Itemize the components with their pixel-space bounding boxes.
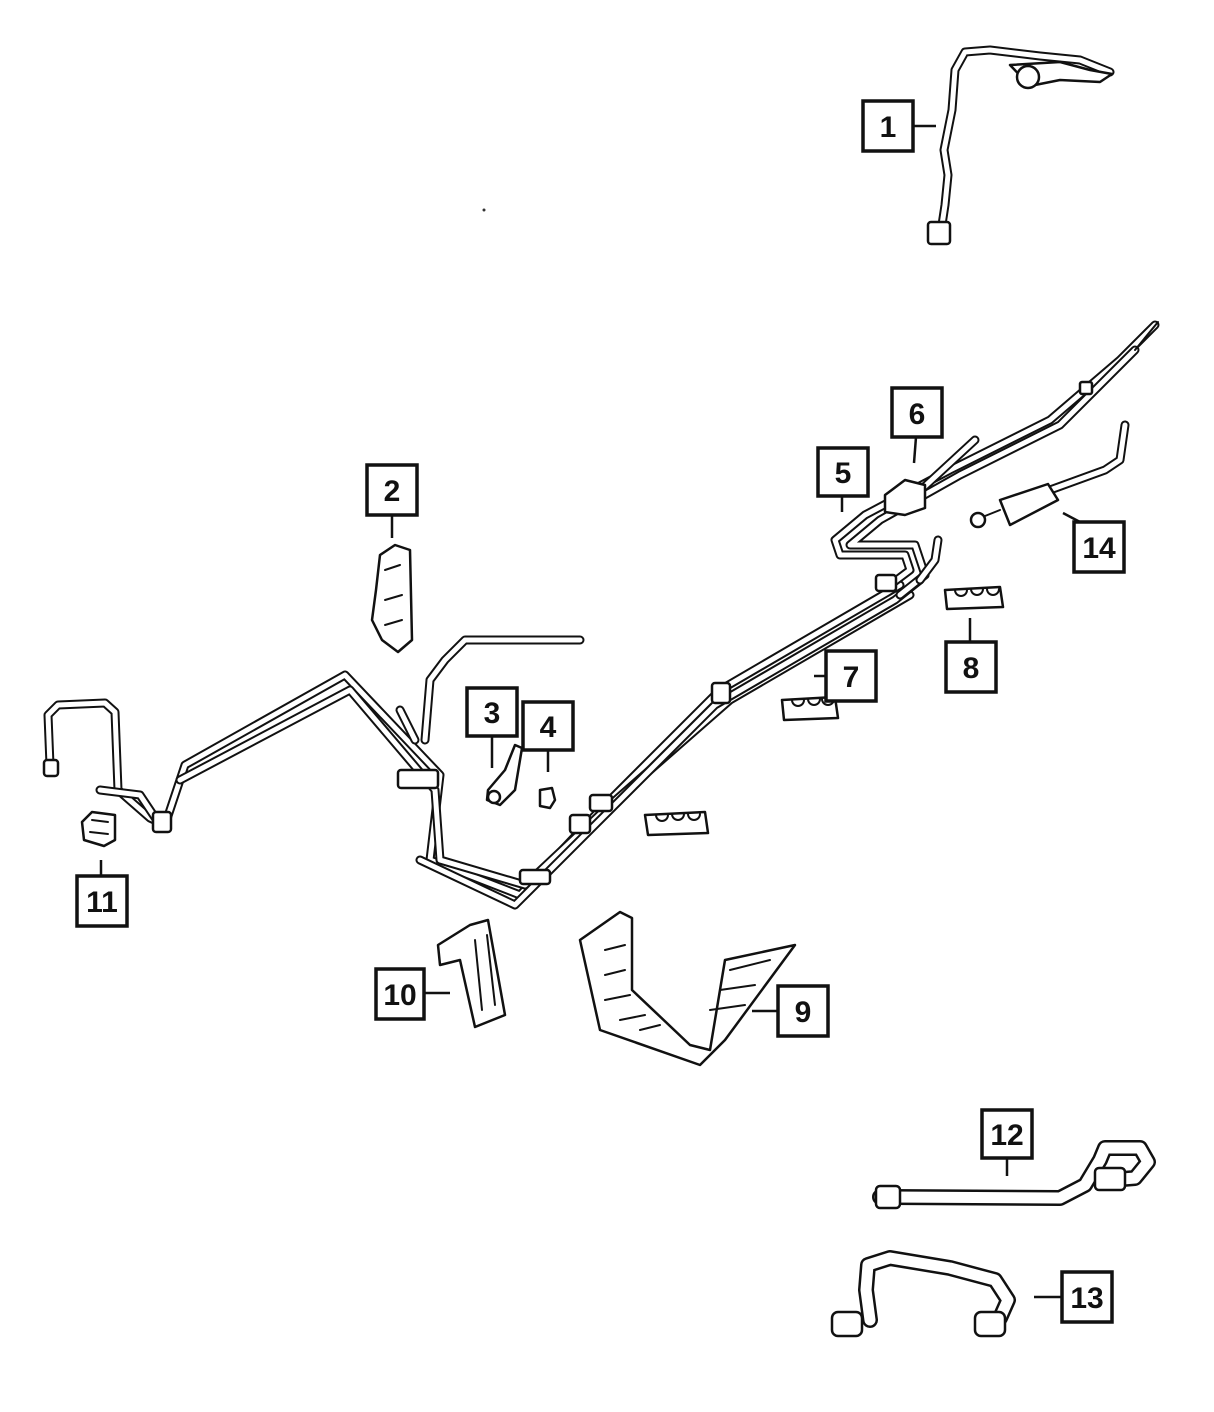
part-1-hose [926, 45, 1115, 246]
callout-14: 14 [1062, 511, 1126, 574]
callout-7: 7 [814, 649, 878, 703]
callout-1: 1 [861, 99, 936, 153]
part-14-canister-line [969, 420, 1130, 529]
callout-3-label: 3 [484, 697, 501, 730]
callout-7-label: 7 [843, 661, 860, 694]
callout-1-label: 1 [880, 111, 897, 144]
speck [482, 208, 486, 212]
part-8-clip [943, 585, 1005, 611]
callout-9: 9 [752, 984, 830, 1038]
callout-10-label: 10 [383, 979, 416, 1012]
callout-6-label: 6 [909, 398, 926, 431]
callout-14-label: 14 [1082, 532, 1116, 565]
part-13-hose [830, 1250, 1016, 1338]
callout-13-label: 13 [1070, 1282, 1103, 1315]
part-9-heat-shield [578, 910, 797, 1067]
part-2-retainer [370, 543, 414, 654]
callout-11: 11 [75, 860, 129, 928]
callout-10: 10 [374, 967, 450, 1021]
part-10-retainer [436, 918, 507, 1029]
part-6-bracket [883, 478, 927, 517]
callout-5-label: 5 [835, 457, 852, 490]
callout-12: 12 [980, 1108, 1034, 1176]
callout-6: 6 [890, 386, 944, 464]
callout-8: 8 [944, 618, 998, 694]
callout-4-label: 4 [540, 711, 557, 744]
part-4-clip [538, 786, 557, 810]
callout-4: 4 [521, 700, 575, 772]
callout-5: 5 [816, 446, 870, 512]
callout-12-label: 12 [990, 1119, 1023, 1152]
part-7-clip [780, 695, 840, 722]
callout-2: 2 [365, 463, 419, 538]
callout-3: 3 [465, 686, 519, 768]
part-12-hose [872, 1140, 1156, 1210]
callout-2-label: 2 [384, 475, 401, 508]
callout-11-label: 11 [86, 886, 118, 919]
callout-8-label: 8 [963, 652, 980, 685]
main-tube-bundle [42, 320, 1160, 910]
part-11-clip [80, 810, 117, 848]
part-7-clip-lower [643, 810, 710, 837]
callout-9-label: 9 [795, 996, 812, 1029]
callout-13: 13 [1034, 1270, 1114, 1324]
part-3-clip [485, 743, 524, 807]
